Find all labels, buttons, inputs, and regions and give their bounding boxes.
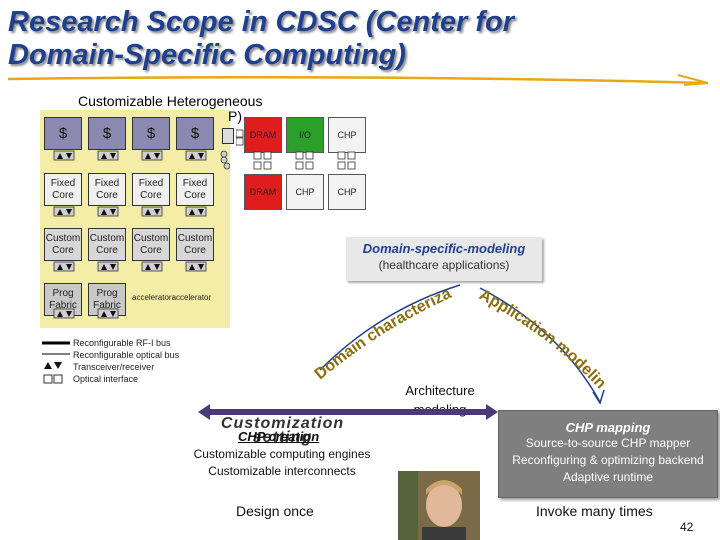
fixed-core: Fixed Core bbox=[176, 173, 214, 206]
domain-modeling-subtitle: (healthcare applications) bbox=[378, 258, 510, 272]
switch-markers bbox=[53, 150, 230, 319]
legend-optical-bus: Reconfigurable optical bus bbox=[73, 350, 180, 360]
domain-modeling-title: Domain-specific-modeling bbox=[362, 241, 526, 256]
legend-optical-interface: Optical interface bbox=[73, 374, 139, 384]
domain-modeling-box: Domain-specific-modeling (healthcare app… bbox=[346, 237, 542, 281]
fixed-core: Fixed Core bbox=[132, 173, 170, 206]
page-number: 42 bbox=[680, 520, 694, 534]
title-underline-swoosh bbox=[8, 74, 708, 86]
design-once-label: Design once bbox=[236, 503, 314, 519]
title-line-2: Domain-Specific Computing) bbox=[8, 39, 406, 71]
cache-block: $ bbox=[88, 117, 126, 150]
chp-block: CHP bbox=[286, 174, 324, 210]
cache-block: $ bbox=[176, 117, 214, 150]
chp-mapping-line: Adaptive runtime bbox=[562, 470, 654, 484]
fixed-core: Fixed Core bbox=[88, 173, 126, 206]
chp-mapping-line: Reconfiguring & optimizing backend bbox=[512, 453, 704, 467]
chp-mapping-title: CHP mapping bbox=[565, 420, 651, 435]
invoke-many-times-label: Invoke many times bbox=[536, 503, 653, 519]
legend-rf-bus: Reconfigurable RF-I bus bbox=[73, 338, 171, 348]
optical-interface-icon bbox=[222, 128, 234, 144]
accelerator-label: acceleratoraccelerator bbox=[132, 293, 212, 302]
legend-icons bbox=[42, 341, 70, 384]
chip-heading-partial: P) bbox=[228, 108, 242, 124]
legend-transceiver: Transceiver/receiver bbox=[73, 362, 155, 372]
slide-title: Research Scope in CDSC (Center for Domai… bbox=[8, 6, 608, 72]
chp-mapping-box: CHP mapping Source-to-source CHP mapper … bbox=[498, 410, 718, 498]
chip-heading: Customizable Heterogeneous bbox=[78, 93, 263, 109]
person-photo bbox=[398, 471, 480, 540]
fixed-core: Fixed Core bbox=[44, 173, 82, 206]
chp-block: CHP bbox=[328, 174, 366, 210]
optical-interface-icons bbox=[236, 129, 356, 170]
customization-setting-label: Customization setting bbox=[220, 415, 345, 446]
cache-block: $ bbox=[132, 117, 170, 150]
chp-creation-title: CHP creation bbox=[238, 429, 320, 444]
custom-core: Custom Core bbox=[44, 228, 82, 261]
chp-creation-details: Customizable computing engines Customiza… bbox=[193, 447, 371, 478]
custom-core: Custom Core bbox=[176, 228, 214, 261]
prog-fabric: Prog Fabric bbox=[88, 283, 126, 316]
modeling-arcs: Application modeling Domain characteriza… bbox=[295, 267, 609, 405]
dram-block: DRAM bbox=[244, 117, 282, 153]
application-modeling-label: Application modeling bbox=[295, 267, 609, 392]
custom-core: Custom Core bbox=[88, 228, 126, 261]
chp-mapping-line: Source-to-source CHP mapper bbox=[525, 436, 691, 450]
title-line-1: Research Scope in CDSC (Center for bbox=[8, 6, 515, 38]
customization-arrow bbox=[198, 404, 498, 420]
domain-characterization-label: Domain characterization bbox=[295, 267, 454, 383]
dram-block: DRAM bbox=[244, 174, 282, 210]
io-block: I/O bbox=[286, 117, 324, 153]
chp-block: CHP bbox=[328, 117, 366, 153]
cache-block: $ bbox=[44, 117, 82, 150]
custom-core: Custom Core bbox=[132, 228, 170, 261]
